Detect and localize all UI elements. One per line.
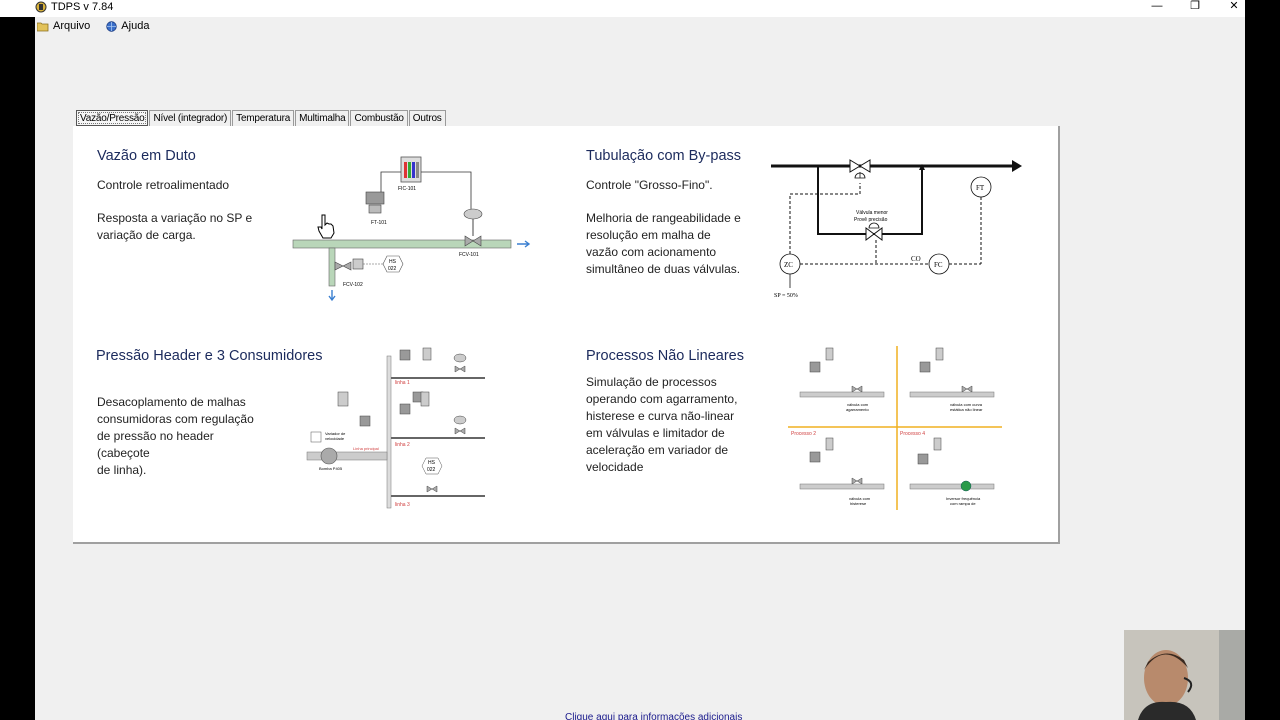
tab-multimalha[interactable]: Multimalha xyxy=(295,110,350,126)
tab-combustao[interactable]: Combustão xyxy=(350,110,408,126)
label-curva-1: válvula com curva xyxy=(950,402,983,407)
help-globe-icon xyxy=(106,20,117,32)
diagram-vazao-duto[interactable]: FIC-101 FT-101 FCV-101 FCV-102 xyxy=(291,154,536,306)
diagram-nao-lineares[interactable]: Processo 2 Processo 4 válvula com agarra… xyxy=(786,344,1004,512)
label-ft: FT xyxy=(976,184,985,192)
label-ft101: FT-101 xyxy=(371,220,387,226)
folder-icon xyxy=(37,22,49,31)
section-text-naolineares: Simulação de processos operando com agar… xyxy=(586,375,738,474)
label-hs: HS xyxy=(389,259,397,265)
title-bar: TDPS v 7.84 — ❐ ✕ xyxy=(0,0,1245,17)
label-inversor-2: com rampa de xyxy=(950,501,976,506)
label-zc: ZC xyxy=(784,261,793,269)
menu-arquivo-label: Arquivo xyxy=(53,20,91,32)
tab-panel: Vazão em Duto Controle retroalimentado R… xyxy=(73,126,1060,544)
close-button[interactable]: ✕ xyxy=(1229,0,1239,12)
label-curva-2: estática não linear xyxy=(950,407,983,412)
tab-nivel[interactable]: Nível (integrador) xyxy=(149,110,232,126)
section-text-bypass-2: Melhoria de rangeabilidade e resolução e… xyxy=(586,211,741,276)
window-title: TDPS v 7.84 xyxy=(51,1,114,13)
label-fc: FC xyxy=(934,261,943,269)
label-valvula-menor-1: Válvula menor xyxy=(856,210,888,216)
label-processo2: Processo 2 xyxy=(791,431,816,437)
menu-bar: Arquivo Ajuda xyxy=(35,17,151,35)
right-letterbox xyxy=(1245,0,1280,720)
app-window: TDPS v 7.84 — ❐ ✕ Arquivo Ajuda Vazão/Pr… xyxy=(0,0,1245,720)
section-text-vazao-1: Controle retroalimentado xyxy=(97,178,230,192)
tab-temperatura[interactable]: Temperatura xyxy=(232,110,295,126)
hand-cursor-icon xyxy=(317,214,335,239)
left-letterbox xyxy=(0,17,35,720)
label-inversor-1: Inversor frequência xyxy=(946,496,981,501)
label-linha-principal: Linha principal xyxy=(353,446,379,451)
menu-ajuda-label: Ajuda xyxy=(121,20,150,32)
label-fic101: FIC-101 xyxy=(398,186,416,192)
section-title-bypass[interactable]: Tubulação com By-pass xyxy=(586,148,742,164)
section-title-header[interactable]: Pressão Header e 3 Consumidores xyxy=(96,348,323,364)
label-histerese-2: histerese xyxy=(850,501,867,506)
label-linha2: linha 2 xyxy=(395,442,410,448)
tab-outros[interactable]: Outros xyxy=(408,110,446,126)
label-hs022-header: 022 xyxy=(427,467,436,473)
label-histerese-1: válvula com xyxy=(849,496,871,501)
section-text-bypass-1: Controle "Grosso-Fino". xyxy=(586,178,713,192)
label-linha1: linha 1 xyxy=(395,380,410,386)
label-hs-header: HS xyxy=(428,460,436,466)
section-title-naolineares[interactable]: Processos Não Lineares xyxy=(586,348,744,364)
tab-vazao-pressao[interactable]: Vazão/Pressão xyxy=(76,110,149,126)
label-agarramento-2: agarramento xyxy=(846,407,869,412)
menu-ajuda[interactable]: Ajuda xyxy=(104,17,151,35)
label-fcv101: FCV-101 xyxy=(459,252,479,258)
label-bomba: Bomba P405 xyxy=(319,466,343,471)
label-variador-1: Variador de xyxy=(325,431,346,436)
section-title-vazao[interactable]: Vazão em Duto xyxy=(97,148,196,164)
label-hs022: 022 xyxy=(388,266,397,272)
label-valvula-menor-2: Provê precisão xyxy=(854,217,888,223)
label-variador-2: velocidade xyxy=(325,436,345,441)
additional-info-link[interactable]: Clique aqui para informações adicionais xyxy=(565,712,743,720)
label-sp: SP = 50% xyxy=(774,293,798,299)
restore-button[interactable]: ❐ xyxy=(1190,0,1200,12)
section-text-vazao-2: Resposta a variação no SP e variação de … xyxy=(97,211,253,242)
label-co: CO xyxy=(911,255,921,263)
app-logo-icon xyxy=(35,1,47,13)
tab-strip: Vazão/Pressão Nível (integrador) Tempera… xyxy=(76,110,447,126)
diagram-header[interactable]: linha 1 linha 2 linha 3 HS 022 Variador … xyxy=(305,344,495,510)
section-text-header: Desacoplamento de malhas consumidoras co… xyxy=(97,395,254,477)
label-processo4: Processo 4 xyxy=(900,431,925,437)
diagram-bypass[interactable]: Válvula menor Provê precisão FT FC CO ZC… xyxy=(768,154,1028,304)
label-linha3: linha 3 xyxy=(395,502,410,508)
webcam-overlay xyxy=(1124,630,1245,720)
label-fcv102: FCV-102 xyxy=(343,282,363,288)
menu-arquivo[interactable]: Arquivo xyxy=(35,17,92,35)
webcam-person-image xyxy=(1124,630,1245,720)
label-agarramento-1: válvula com xyxy=(847,402,869,407)
minimize-button[interactable]: — xyxy=(1151,0,1163,12)
